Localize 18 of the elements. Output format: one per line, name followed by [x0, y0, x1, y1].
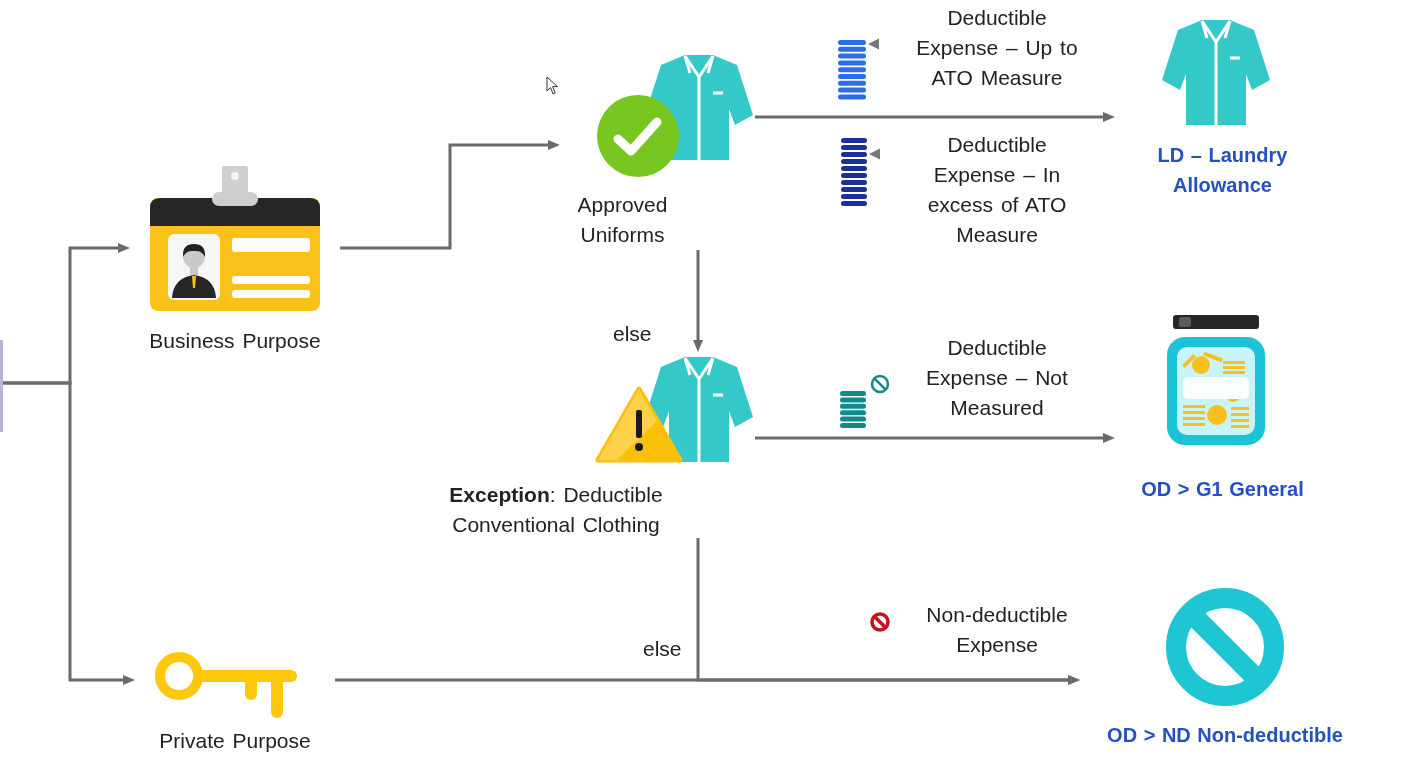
category-label: LD – Laundry Allowance	[1156, 143, 1289, 198]
arrow	[755, 112, 1115, 122]
annotation-text: Deductible Expense – Up to ATO Measure	[915, 5, 1079, 91]
caption-text: Private Purpose	[158, 728, 312, 754]
annotation-text: Deductible Expense – Not Measured	[925, 335, 1069, 421]
caption-text: Approved Uniforms	[576, 192, 669, 248]
vertical-bar	[0, 340, 3, 432]
caption-text: Business Purpose	[148, 328, 322, 354]
annotation-text: Non-deductible Expense	[925, 602, 1069, 658]
arrow	[755, 433, 1115, 443]
caption-text: Exception: Deductible Conventional Clothing	[448, 482, 664, 538]
arrow	[3, 381, 135, 685]
category-label: OD > G1 General	[1140, 477, 1305, 502]
category-label: OD > ND Non-deductible	[1106, 723, 1344, 748]
arrow	[693, 250, 703, 352]
annotation-text: Deductible Expense – In excess of ATO Measure	[926, 132, 1068, 248]
arrow	[340, 140, 560, 250]
arrow	[696, 538, 1080, 685]
